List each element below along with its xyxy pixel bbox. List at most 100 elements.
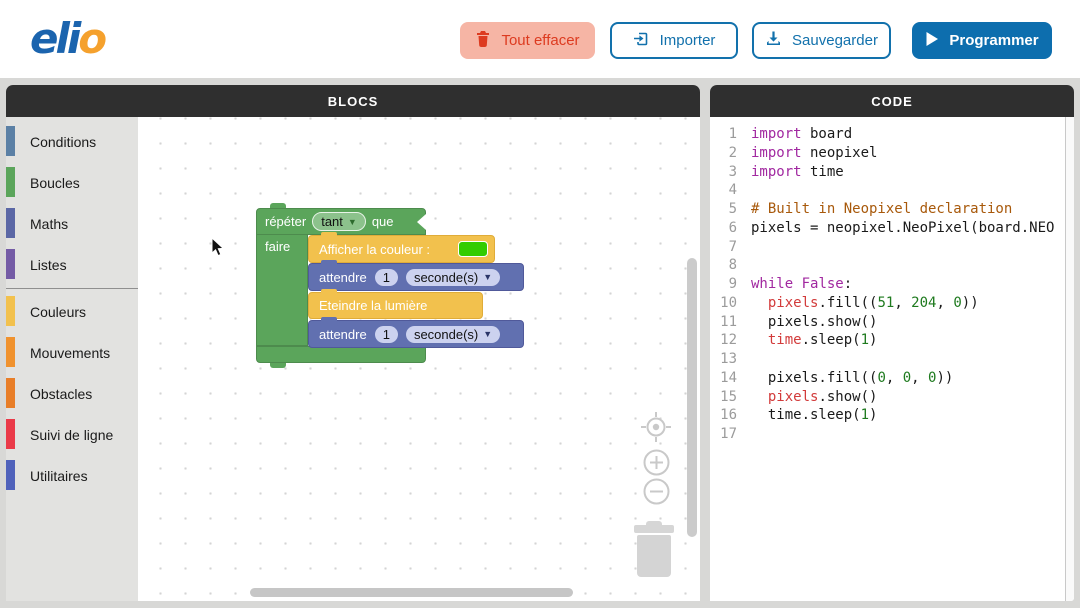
category-color-chip [6,249,15,279]
clear-all-button[interactable]: Tout effacer [460,22,595,59]
logo-text-orange: o [78,14,107,63]
line-number: 8 [728,257,737,274]
line-number: 10 [720,294,737,311]
category-color-chip [6,419,15,449]
code-scrollbar[interactable] [1065,117,1074,601]
logo-text-blue: eli [30,14,81,63]
code-text: pixels.fill((51, 204, 0)) [767,294,979,311]
repeat-block-header[interactable]: répéter tant▼ que [256,208,426,235]
code-text: pixels.show() [751,313,878,330]
download-icon [765,30,782,51]
do-label: faire [265,239,291,254]
elio-logo: elio [30,14,107,63]
toolbox-category-listes[interactable]: Listes [6,244,138,285]
wait-unit-value: seconde(s) [413,326,479,342]
program-label: Programmer [949,32,1039,49]
wait-unit-dropdown[interactable]: seconde(s)▼ [405,325,501,343]
code-text: time.sleep(1) [751,407,878,424]
category-label: Listes [30,256,67,273]
trash-handle [646,521,662,526]
toolbox-category-conditions[interactable]: Conditions [6,121,138,162]
toolbox-category-maths[interactable]: Maths [6,203,138,244]
color-swatch[interactable] [458,241,488,257]
code-text: time.sleep(1) [767,332,878,349]
category-label: Utilitaires [30,467,88,484]
code-text: pixels.fill((0, 0, 0)) [751,369,954,386]
recenter-icon[interactable] [641,412,671,447]
category-label: Obstacles [30,385,93,402]
import-label: Importer [659,32,716,49]
import-file-icon [633,30,650,51]
wait-block[interactable]: attendre 1 seconde(s)▼ [308,317,524,348]
toolbox-category-utilitaires[interactable]: Utilitaires [6,455,138,496]
code-line: 10 pixels.fill((51, 204, 0)) [710,294,1065,313]
code-line: 12 time.sleep(1) [710,331,1065,350]
code-text: import neopixel [751,144,878,161]
line-number: 6 [728,219,737,236]
toolbox-category-suivi-de-ligne[interactable]: Suivi de ligne [6,414,138,455]
code-line: 15 pixels.show() [710,388,1065,407]
toolbox-category-mouvements[interactable]: Mouvements [6,332,138,373]
program-button[interactable]: Programmer [912,22,1052,59]
zoom-out-icon[interactable] [643,478,670,510]
code-text: while False: [751,276,853,292]
wait-value-field[interactable]: 1 [374,268,398,286]
category-color-chip [6,208,15,238]
category-color-chip [6,378,15,408]
trash-bin [637,535,671,577]
line-number: 5 [728,201,737,217]
light-off-block[interactable]: Eteindre la lumière [308,289,483,319]
category-label: Boucles [30,174,80,191]
wait-label: attendre [319,269,367,285]
toolbox-category-boucles[interactable]: Boucles [6,162,138,203]
line-number: 16 [720,407,737,424]
line-number: 4 [728,182,737,199]
category-label: Suivi de ligne [30,426,114,443]
repeat-mode-dropdown[interactable]: tant ▼ [312,212,366,231]
chevron-down-icon: ▼ [347,216,357,227]
code-line: 4 [710,181,1065,200]
import-button[interactable]: Importer [610,22,738,59]
code-line: 13 [710,350,1065,369]
canvas-horizontal-scrollbar[interactable] [250,588,573,597]
line-number: 1 [728,126,737,142]
wait-unit-dropdown[interactable]: seconde(s)▼ [405,268,501,286]
code-line: 3 import time [710,163,1065,182]
line-number: 15 [720,388,737,405]
code-text: pixels = neopixel.NeoPixel(board.NEO [751,219,1055,236]
zoom-in-icon[interactable] [643,449,670,481]
wait-block[interactable]: attendre 1 seconde(s)▼ [308,260,524,291]
category-label: Couleurs [30,303,87,320]
save-button[interactable]: Sauvegarder [752,22,891,59]
repeat-block-footer[interactable] [256,346,426,363]
toolbox-category-obstacles[interactable]: Obstacles [6,373,138,414]
trash-icon [475,30,491,51]
trash-lid [634,525,674,533]
repeat-mode-value: tant [321,214,343,229]
toolbox-category-couleurs[interactable]: Couleurs [6,291,138,332]
repeat-block-body[interactable]: faire [256,234,308,346]
code-text [743,350,751,369]
mouse-cursor [211,236,226,263]
code-text: import time [751,163,844,180]
line-number: 2 [728,144,737,161]
toolbox-divider [6,288,138,289]
wait-value-field[interactable]: 1 [374,325,398,343]
workspace-trash-icon[interactable] [634,521,674,579]
block-canvas[interactable]: répéter tant▼ que faire Afficher la coul… [138,117,700,601]
app-header: elio Tout effacer Importer Sauvegarder P… [0,0,1080,78]
canvas-vertical-scrollbar[interactable] [687,258,697,537]
line-number: 13 [720,351,737,367]
chevron-down-icon: ▼ [483,272,493,282]
light-off-label: Eteindre la lumière [319,298,428,313]
code-text: pixels.show() [767,388,878,405]
show-color-block[interactable]: Afficher la couleur : [308,232,495,263]
line-number: 11 [720,313,737,330]
line-number: 3 [728,163,737,180]
